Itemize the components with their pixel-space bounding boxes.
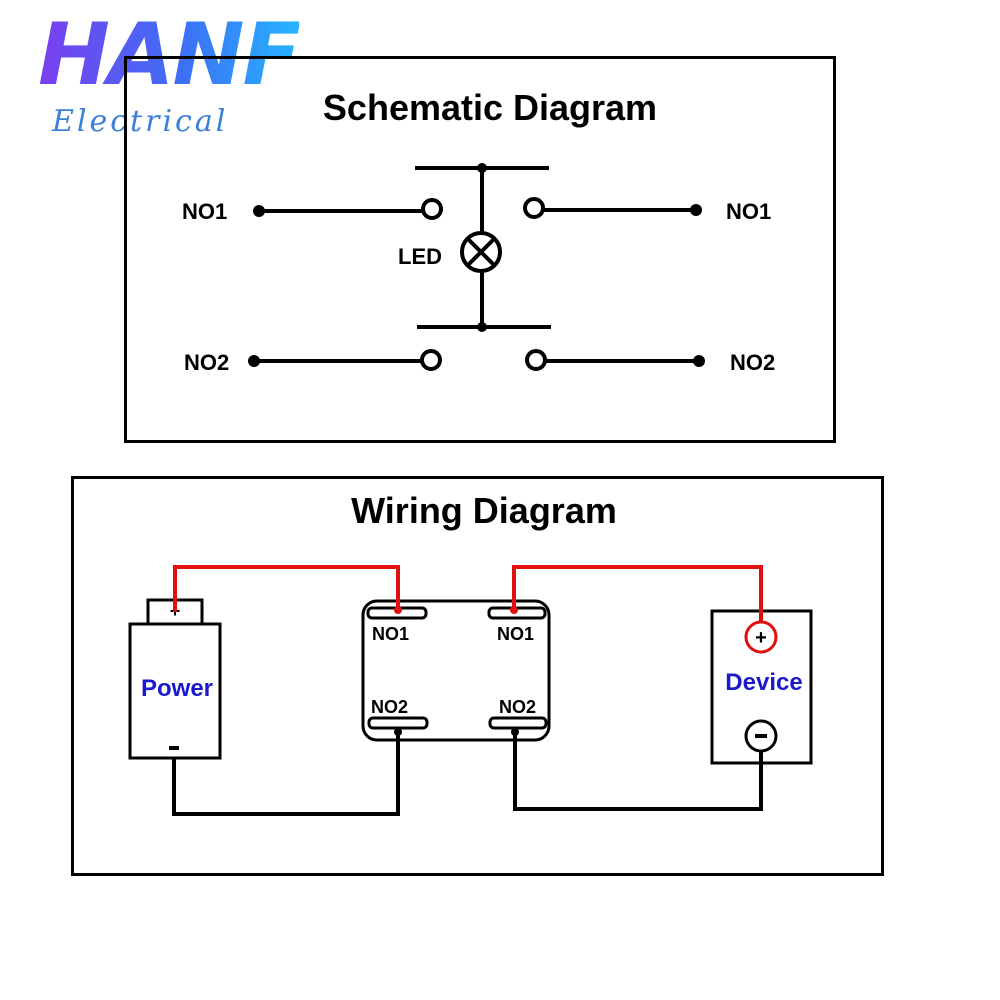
no2-left-terminal-dot [248,355,260,367]
schematic-circuit [254,166,699,371]
logo-wordmark: HANF [38,5,301,105]
switch-body [361,599,551,742]
device-minus-sign [755,734,767,738]
led-label: LED [398,244,442,269]
positive-wires [173,565,763,623]
wiring-panel [71,476,884,876]
rocker-switch: NO1 NO1 NO2 NO2 [361,599,551,742]
no1-right-terminal-dot [690,204,702,216]
no2-right-label: NO2 [730,350,775,375]
wiring-title: Wiring Diagram [351,490,617,531]
no2-left-contact [420,349,442,371]
switch-no2-left-node [394,728,402,736]
switch-no2-right-node [511,728,519,736]
led-cross-2 [466,237,496,267]
power-negative-to-switch-wire [172,730,400,816]
device-label: Device [725,669,802,696]
switch-no1-right-node [510,606,518,614]
power-label: Power [141,675,213,702]
pin-no2-left [367,716,429,730]
power-body [128,622,222,760]
switch-no2-left-label: NO2 [371,697,408,717]
power-to-switch-wire [173,565,400,612]
switch-no1-left-node [394,606,402,614]
schematic-title: Schematic Diagram [323,87,657,128]
no1-right-label: NO1 [726,199,771,224]
top-junction-dot [477,163,487,173]
schematic-nodes [248,163,705,367]
schematic-panel [124,56,836,443]
pin-no2-right [488,716,548,730]
switch-to-device-negative-wire [513,730,763,811]
bottom-junction-dot [477,322,487,332]
switch-no1-left-label: NO1 [372,624,409,644]
no2-right-terminal-dot [693,355,705,367]
no2-left-label: NO2 [184,350,229,375]
switch-to-device-wire [512,565,763,623]
led-symbol [460,231,502,273]
no1-left-label: NO1 [182,199,227,224]
negative-wires [172,730,763,816]
switch-no1-right-label: NO1 [497,624,534,644]
no1-left-terminal-dot [253,205,265,217]
no1-left-contact [421,198,443,220]
no1-right-contact [523,197,545,219]
no2-right-contact [525,349,547,371]
device: + Device [710,609,813,765]
brand-logo: HANF Electrical [30,12,301,142]
power-supply: + Power [128,598,222,760]
logo-subtitle: Electrical [52,104,229,139]
device-plus-sign: + [755,627,767,649]
power-minus-sign [169,746,179,750]
switch-no2-right-label: NO2 [499,697,536,717]
